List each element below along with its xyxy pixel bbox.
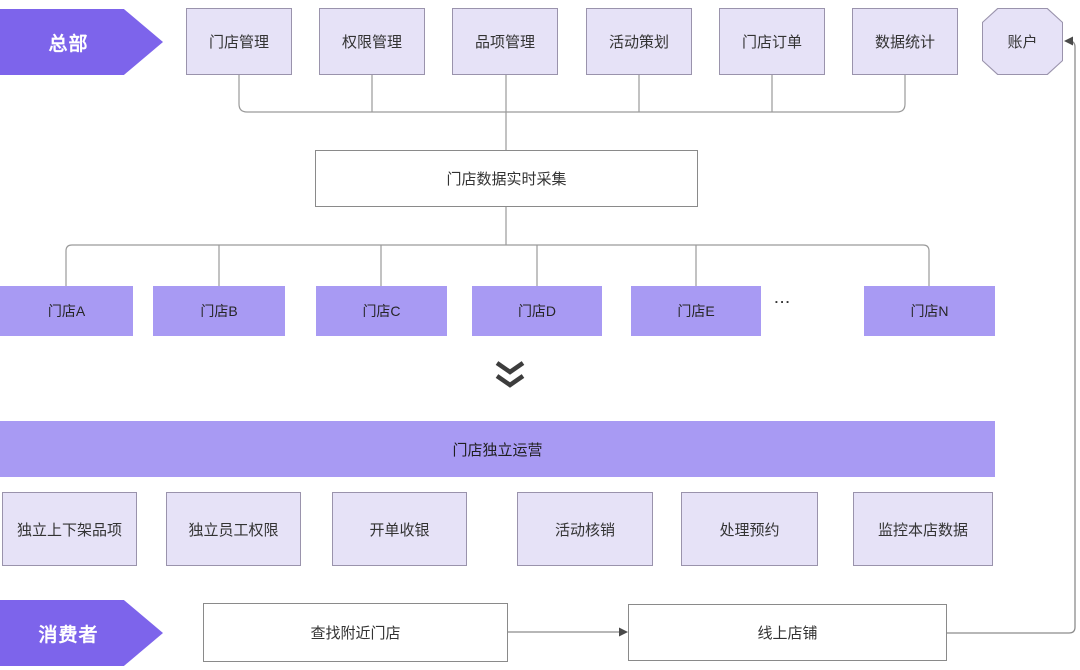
func-label: 处理预约 <box>719 521 780 539</box>
find-nearby-store-box[interactable]: 查找附近门店 <box>203 603 508 662</box>
store-node-e[interactable]: 门店E <box>631 286 761 336</box>
hq-module-label: 活动策划 <box>608 34 669 51</box>
store-label: 门店N <box>910 303 949 319</box>
hq-module-label: 权限管理 <box>341 34 402 51</box>
store-node-b[interactable]: 门店B <box>153 286 285 336</box>
hq-module-store-orders[interactable]: 门店订单 <box>719 8 825 75</box>
collect-label: 门店数据实时采集 <box>446 171 567 188</box>
hq-module-permission-management[interactable]: 权限管理 <box>319 8 425 75</box>
func-label: 独立员工权限 <box>188 521 279 539</box>
hq-module-label: 数据统计 <box>874 34 935 51</box>
func-label: 监控本店数据 <box>877 521 968 539</box>
store-label: 门店B <box>200 303 238 319</box>
hq-bus-line <box>238 75 906 113</box>
func-store-data-monitoring[interactable]: 监控本店数据 <box>853 492 993 566</box>
func-appointment-handling[interactable]: 处理预约 <box>681 492 818 566</box>
arrowhead-right-icon <box>619 627 628 637</box>
double-chevron-down-icon <box>495 361 525 388</box>
account-node-inner: 账户 <box>983 9 1062 74</box>
online-shop-label: 线上店铺 <box>757 625 818 642</box>
hq-banner[interactable]: 总部 <box>0 9 163 75</box>
hq-module-item-management[interactable]: 品项管理 <box>452 8 558 75</box>
consumer-banner-label: 消费者 <box>38 624 99 646</box>
operations-bar-label: 门店独立运营 <box>452 441 543 459</box>
operations-bar[interactable]: 门店独立运营 <box>0 421 995 477</box>
account-label: 账户 <box>1007 34 1038 51</box>
consumer-banner[interactable]: 消费者 <box>0 600 163 666</box>
func-campaign-redemption[interactable]: 活动核销 <box>517 492 653 566</box>
func-billing-cashier[interactable]: 开单收银 <box>332 492 467 566</box>
func-label: 开单收银 <box>369 521 430 539</box>
store-label: 门店C <box>362 303 401 319</box>
hq-banner-label: 总部 <box>48 33 89 55</box>
store-node-d[interactable]: 门店D <box>472 286 602 336</box>
func-label: 活动核销 <box>554 521 615 539</box>
online-shop-box[interactable]: 线上店铺 <box>628 604 947 661</box>
hq-module-campaign-planning[interactable]: 活动策划 <box>586 8 692 75</box>
hq-module-data-statistics[interactable]: 数据统计 <box>852 8 958 75</box>
store-bus-line <box>65 244 930 286</box>
store-label: 门店D <box>517 303 557 319</box>
store-label: 门店A <box>47 303 86 319</box>
realtime-data-collection-box[interactable]: 门店数据实时采集 <box>315 150 698 207</box>
account-node[interactable]: 账户 <box>982 8 1063 75</box>
stores-ellipsis: ... <box>774 291 792 306</box>
find-store-label: 查找附近门店 <box>310 625 401 642</box>
hq-module-store-management[interactable]: 门店管理 <box>186 8 292 75</box>
arrowhead-left-icon <box>1064 36 1073 46</box>
store-label: 门店E <box>677 303 715 319</box>
func-item-listing[interactable]: 独立上下架品项 <box>2 492 137 566</box>
hq-module-label: 品项管理 <box>474 34 535 51</box>
store-node-a[interactable]: 门店A <box>0 286 133 336</box>
func-label: 独立上下架品项 <box>16 521 122 539</box>
func-staff-permission[interactable]: 独立员工权限 <box>166 492 301 566</box>
store-node-n[interactable]: 门店N <box>864 286 995 336</box>
hq-module-label: 门店订单 <box>741 34 802 51</box>
store-node-c[interactable]: 门店C <box>316 286 447 336</box>
hq-module-label: 门店管理 <box>208 34 269 51</box>
